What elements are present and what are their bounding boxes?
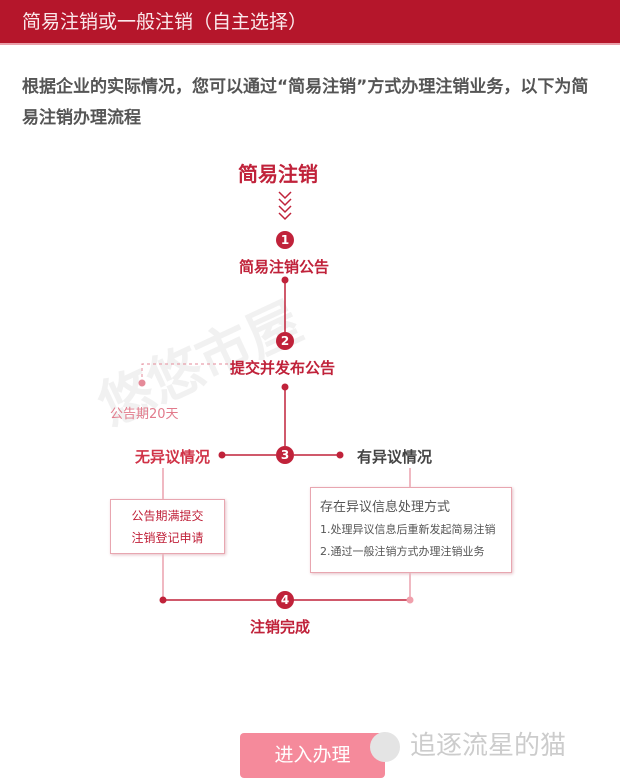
watermark-text: 追逐流星的猫 xyxy=(410,731,567,761)
step-2-label: 提交并发布公告 xyxy=(230,359,336,377)
step-1-badge: 1 xyxy=(276,231,294,249)
enter-process-button[interactable]: 进入办理 xyxy=(240,733,385,778)
period-label: 公告期20天 xyxy=(110,407,179,422)
no-objection-label: 无异议情况 xyxy=(135,448,211,466)
objection-label: 有异议情况 xyxy=(357,448,433,466)
step-3-badge: 3 xyxy=(276,446,294,464)
flow-title: 简易注销 xyxy=(238,162,318,186)
step-2-badge: 2 xyxy=(276,332,294,350)
no-objection-box: 公告期满提交 注销登记申请 xyxy=(110,499,225,554)
right-box-item: 1.处理异议信息后重新发起简易注销 xyxy=(320,523,496,536)
step-1-label: 简易注销公告 xyxy=(239,258,330,276)
left-box-line: 公告期满提交 xyxy=(131,509,204,523)
right-box-title: 存在异议信息处理方式 xyxy=(320,500,451,515)
right-box-item: 2.通过一般注销方式办理注销业务 xyxy=(320,545,485,558)
left-box-line: 注销登记申请 xyxy=(131,531,204,545)
watermark: 追逐流星的猫 xyxy=(370,725,566,762)
page-header: 简易注销或一般注销（自主选择） xyxy=(0,0,620,45)
cat-icon xyxy=(370,731,400,762)
step-4-label: 注销完成 xyxy=(250,618,311,636)
objection-box: 存在异议信息处理方式 1.处理异议信息后重新发起简易注销 2.通过一般注销方式办… xyxy=(310,487,512,573)
step-4-badge: 4 xyxy=(276,591,294,609)
intro-text: 根据企业的实际情况，您可以通过“简易注销”方式办理注销业务，以下为简易注销办理流… xyxy=(22,77,589,128)
